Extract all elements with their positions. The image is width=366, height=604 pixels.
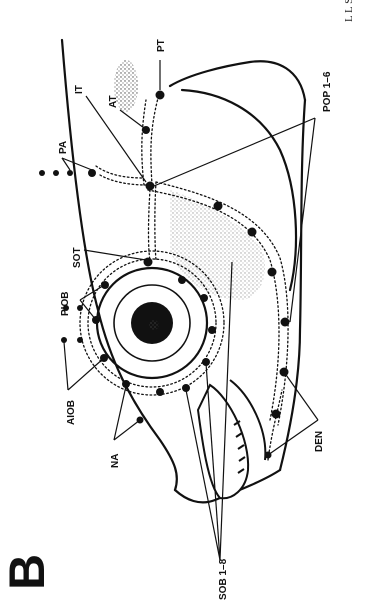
label-at: AT <box>108 95 119 108</box>
label-it: IT <box>74 85 85 94</box>
label-piob: PIOB <box>60 292 71 316</box>
label-pt: PT <box>156 39 167 52</box>
page-text-fragment: L L S <box>343 0 355 22</box>
label-sot: SOT <box>72 247 83 268</box>
panel-letter: B <box>0 554 55 590</box>
label-aiob: AIOB <box>66 400 77 425</box>
pore-sot <box>144 258 153 267</box>
pore-it <box>146 182 155 191</box>
leader-lines <box>62 60 318 560</box>
eye <box>97 268 207 378</box>
label-pop: POP 1–6 <box>322 71 333 112</box>
pore-pa <box>88 169 96 177</box>
label-den: DEN <box>314 431 325 452</box>
label-na: NA <box>110 454 121 468</box>
label-pa: PA <box>58 141 69 154</box>
pore-pt <box>156 91 165 100</box>
label-sob: SOB 1–8 <box>218 558 229 600</box>
